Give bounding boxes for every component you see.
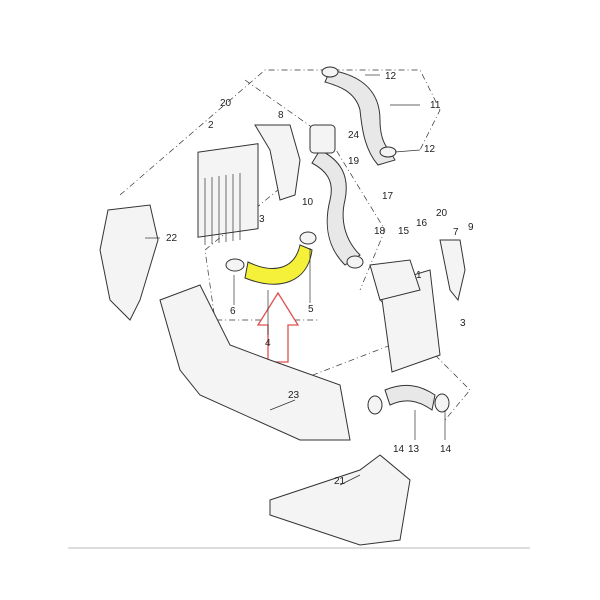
clamp	[434, 393, 450, 413]
hose-lower	[384, 384, 436, 411]
assembly-line	[244, 79, 386, 291]
label-10: 10	[302, 197, 314, 208]
label-20b: 20	[436, 208, 448, 219]
label-12b: 12	[424, 144, 436, 155]
clamp	[225, 258, 245, 272]
label-5: 5	[308, 304, 314, 315]
label-12: 12	[385, 71, 397, 82]
hose-highlighted	[244, 244, 313, 285]
air-duct	[269, 454, 411, 546]
charge-pipe	[159, 284, 351, 441]
label-7: 7	[453, 227, 459, 238]
label-13: 13	[408, 444, 420, 455]
label-21: 21	[334, 476, 346, 487]
bracket	[254, 124, 301, 201]
label-18: 18	[374, 226, 386, 237]
label-15: 15	[398, 226, 410, 237]
hose-middle	[311, 149, 361, 266]
clamp	[321, 66, 339, 78]
clamp	[346, 255, 364, 269]
label-17: 17	[382, 191, 394, 202]
label-3: 3	[259, 214, 265, 225]
label-8: 8	[278, 110, 284, 121]
label-14b: 14	[440, 444, 452, 455]
heat-shield	[99, 204, 159, 321]
label-1: 1	[416, 270, 422, 281]
label-20: 20	[220, 98, 232, 109]
label-2: 2	[208, 120, 214, 131]
label-23: 23	[288, 390, 300, 401]
leader-lines	[145, 74, 446, 486]
sensor	[309, 124, 336, 154]
label-14: 14	[393, 444, 405, 455]
highlight-arrow-icon	[256, 291, 300, 363]
label-3b: 3	[460, 318, 466, 329]
bracket-right	[439, 239, 466, 302]
clamp	[299, 231, 317, 245]
label-9: 9	[468, 222, 474, 233]
hose-upper	[324, 69, 396, 166]
label-11: 11	[430, 100, 441, 111]
intercooler-left	[197, 143, 259, 245]
part-labels: 12 11 12 20 8 2 24 19 17 3 10 22 18 16 2…	[166, 71, 474, 487]
assembly-line	[299, 329, 431, 381]
assembly-line	[119, 69, 441, 196]
label-6: 6	[230, 306, 236, 317]
label-16: 16	[416, 218, 428, 229]
clamp	[379, 146, 397, 158]
clamp	[367, 395, 383, 415]
label-22: 22	[166, 233, 178, 244]
label-4: 4	[265, 338, 271, 349]
label-19: 19	[348, 156, 360, 167]
intercooler-right	[369, 259, 441, 373]
label-24: 24	[348, 130, 360, 141]
